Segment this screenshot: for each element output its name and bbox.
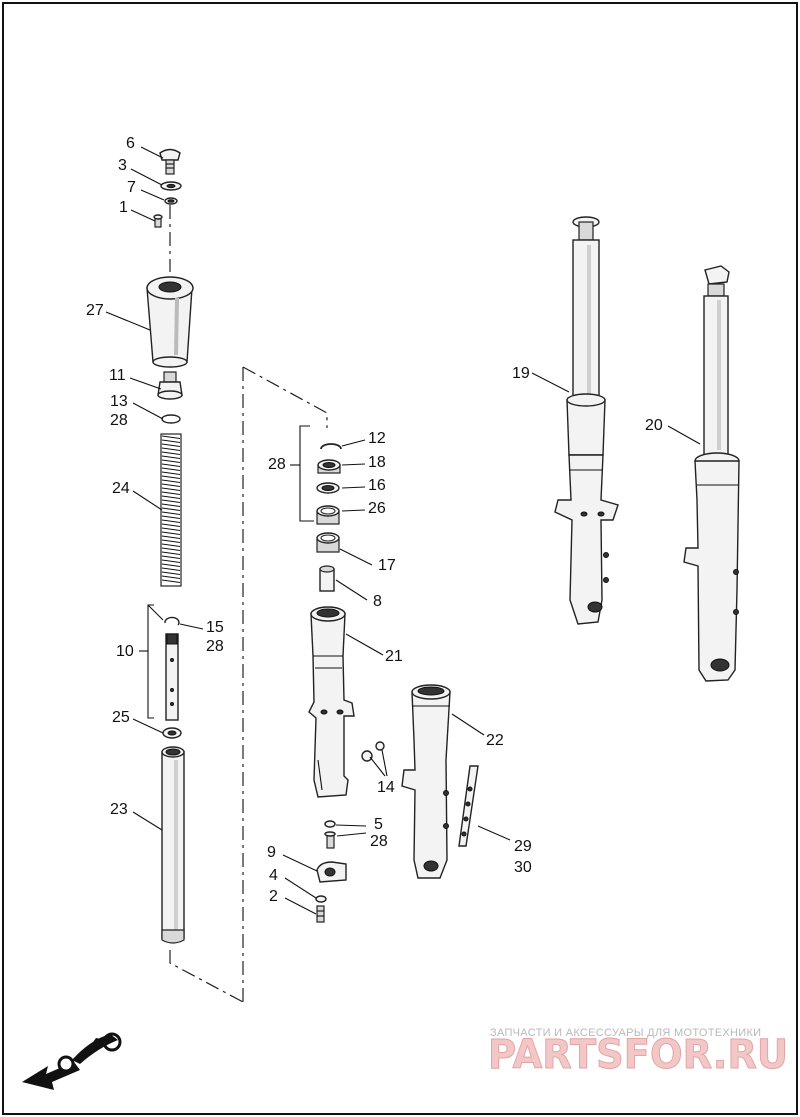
bracket-28	[299, 425, 314, 522]
callout-17: 17	[378, 557, 396, 574]
callout-22: 22	[486, 732, 504, 749]
callout-25: 25	[112, 709, 130, 726]
bushing-part-17	[316, 532, 340, 553]
callout-15: 15	[206, 619, 224, 636]
callout-26: 26	[368, 500, 386, 517]
callout-12: 12	[368, 430, 386, 447]
callout-23: 23	[110, 801, 128, 818]
valve-part-11	[157, 371, 183, 400]
callout-11: 11	[109, 367, 126, 384]
callout-24: 24	[112, 480, 130, 497]
callout-18: 18	[368, 454, 386, 471]
clip-part-15	[164, 616, 180, 626]
callout-27: 27	[86, 302, 104, 319]
callout-7: 7	[127, 179, 136, 196]
callout-21: 21	[385, 648, 403, 665]
callout-10: 10	[116, 643, 134, 660]
callout-28-upper: 28	[110, 412, 128, 429]
motorcycle-direction-icon	[22, 1032, 122, 1090]
oring-part-13	[161, 414, 181, 424]
guide-line-upper	[242, 366, 328, 428]
ring-part-12	[320, 443, 342, 450]
clamp-part-9	[316, 861, 347, 883]
fork-cap-part-27	[146, 276, 194, 368]
callout-6: 6	[126, 135, 135, 152]
washer-part-16	[316, 482, 340, 494]
spring-part-24	[160, 433, 182, 587]
callout-20: 20	[645, 417, 663, 434]
callout-16: 16	[368, 477, 386, 494]
callout-labels: 6 3 7 1 27 11 13 28 24 10 15 28 25 23 28…	[86, 135, 663, 905]
damper-rod-part-10	[147, 604, 179, 721]
bolt-part-28	[324, 831, 336, 849]
callout-28-clip: 28	[206, 638, 224, 655]
callout-30: 30	[514, 859, 532, 876]
callout-29: 29	[514, 838, 532, 855]
callout-28-bolt: 28	[370, 833, 388, 850]
fork-assembly-part-19	[554, 216, 619, 625]
callout-4: 4	[269, 867, 278, 884]
watermark-brand: PARTSFOR.RU	[488, 1032, 788, 1078]
callout-13: 13	[110, 393, 128, 410]
callout-8: 8	[373, 593, 382, 610]
cone-part-8	[319, 565, 335, 592]
bushing-part-26	[316, 505, 340, 525]
bolt-part-2	[316, 905, 325, 923]
washer-part-4	[315, 895, 327, 903]
bolt-part-6	[159, 148, 181, 175]
callout-14: 14	[377, 779, 395, 796]
slider-part-22	[401, 684, 451, 879]
watermark: ЗАПЧАСТИ И АКСЕССУАРЫ ДЛЯ МОТОТЕХНИКИ PA…	[488, 1027, 789, 1079]
callout-19: 19	[512, 365, 530, 382]
fork-assembly-part-20	[683, 265, 740, 682]
watermark-tagline: ЗАПЧАСТИ И АКСЕССУАРЫ ДЛЯ МОТОТЕХНИКИ	[490, 1027, 761, 1039]
leader-lines	[105, 146, 701, 915]
screws-part-14	[361, 741, 385, 762]
callout-5: 5	[374, 816, 383, 833]
washer-part-5	[324, 820, 336, 828]
screw-part-1	[153, 214, 163, 228]
guide-line-lower	[169, 950, 244, 1003]
callout-28-seals: 28	[268, 456, 286, 473]
fork-tube-part-23	[161, 746, 185, 944]
callout-1: 1	[119, 199, 128, 216]
slider-part-21	[308, 606, 355, 798]
callout-9: 9	[267, 844, 276, 861]
reflector-decal-part-29	[458, 765, 479, 847]
seal-part-18	[317, 459, 341, 474]
callout-2: 2	[269, 888, 278, 905]
callout-3: 3	[118, 157, 127, 174]
